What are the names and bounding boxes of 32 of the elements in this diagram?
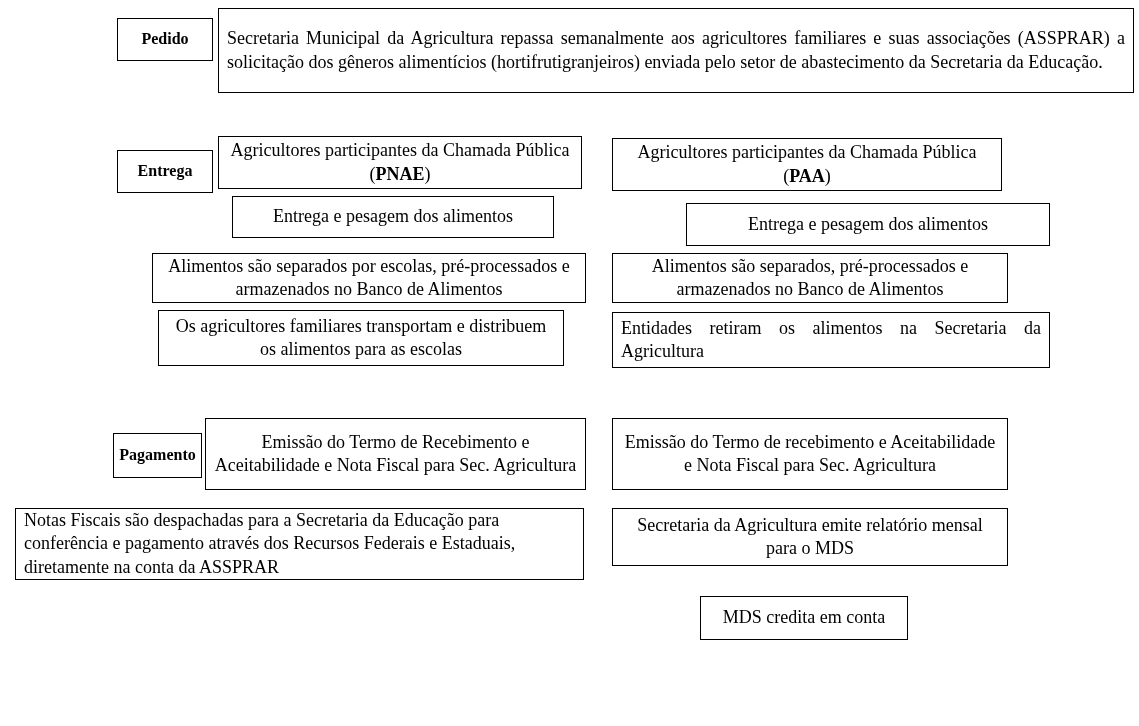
process-box — [700, 596, 908, 640]
stage-label: Pedido — [140, 29, 190, 50]
step-text: Notas Fiscais são despachadas para a Secretaria da Educação para conferência e pagamento através dos Recursos Federais e Estaduais, diretamente na conta da ASSPRAR — [24, 508, 517, 579]
process-box — [612, 418, 1008, 490]
process-box — [218, 136, 582, 189]
process-box — [232, 196, 554, 238]
process-box — [686, 203, 1050, 246]
stage-label: Pagamento — [118, 445, 197, 466]
stage-label-box — [117, 150, 213, 193]
step-text: Secretaria da Agricultura emite relatório mensal para o MDS — [636, 513, 984, 560]
stage-label-box — [117, 18, 213, 61]
step-text: Entrega e pesagem dos alimentos — [272, 205, 514, 229]
step-text: MDS credita em conta — [721, 606, 887, 630]
step-text: Agricultores participantes da Chamada Pública (PAA) — [636, 141, 978, 188]
process-box — [612, 508, 1008, 566]
process-box — [612, 253, 1008, 303]
process-box — [218, 8, 1134, 93]
step-text: Alimentos são separados por escolas, pré-processados e armazenados no Banco de Alimentos — [167, 254, 571, 301]
process-box — [205, 418, 586, 490]
step-text: Entrega e pesagem dos alimentos — [747, 212, 989, 236]
step-text: Agricultores participantes da Chamada Pública (PNAE) — [229, 139, 571, 186]
step-text: Os agricultores familiares transportam e distribuem os alimentos para as escolas — [174, 314, 548, 361]
process-box — [158, 310, 564, 366]
step-text: Emissão do Termo de recebimento e Aceitabilidade e Nota Fiscal para Sec. Agricultura — [623, 430, 997, 477]
step-text: Secretaria Municipal da Agricultura repassa semanalmente aos agricultores familiares e suas associações (ASSPRAR) a solicitação dos gêneros alimentícios (hortifrutigranjeiros) enviada pelo setor de abastecimento da Secretaria da Educação. — [227, 27, 1125, 74]
step-text: Entidades retiram os alimentos na Secretaria da Agricultura — [621, 316, 1041, 363]
process-box — [612, 312, 1050, 368]
stage-label: Entrega — [136, 161, 194, 182]
step-text: Alimentos são separados, pré-processados e armazenados no Banco de Alimentos — [650, 254, 970, 301]
process-box — [612, 138, 1002, 191]
stage-label-box — [113, 433, 202, 478]
step-text: Emissão do Termo de Recebimento e Aceitabilidade e Nota Fiscal para Sec. Agricultura — [214, 430, 577, 477]
